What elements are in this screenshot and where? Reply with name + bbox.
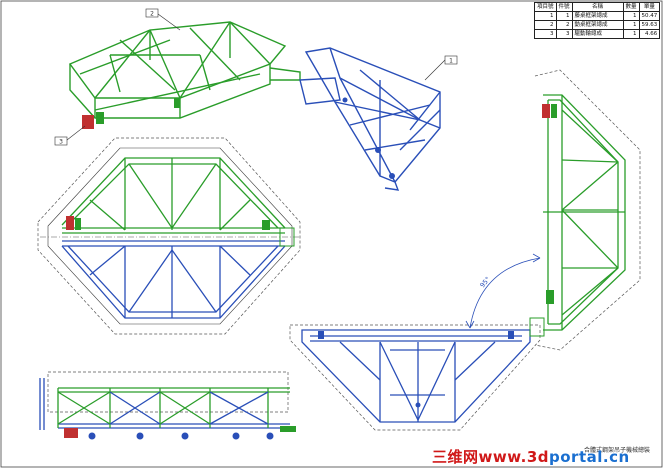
balloon-2: 2 — [145, 8, 159, 18]
bom-cell: 藤桌框架總成 — [571, 11, 624, 21]
plan-open-hinge — [529, 317, 545, 337]
balloon-2-label: 2 — [150, 11, 154, 18]
bom-cell: 50.47 — [638, 11, 661, 21]
balloon-1-label: 1 — [449, 58, 453, 65]
bom-table: 項目號 件號 名稱 數量 單量 1 1 藤桌框架總成 1 50.47 2 2 動… — [534, 2, 661, 39]
plan-open-blue — [301, 329, 531, 423]
bom-row: 2 2 動桌框架總成 1 59.63 — [534, 20, 661, 30]
bom-cell: 1 — [622, 29, 640, 39]
bom-cell: 2 — [555, 20, 573, 30]
plan-open-blue-parts — [318, 331, 514, 408]
angle-label: 95° — [478, 275, 492, 289]
plan-closed-outline — [37, 137, 301, 335]
plan-open-green-parts — [542, 104, 557, 304]
watermark-part: www.3d — [478, 448, 550, 466]
watermark-part: 三维网 — [432, 448, 479, 466]
iso-green-frame — [68, 21, 301, 119]
plan-open-outline — [289, 69, 641, 431]
plan-closed-parts — [66, 216, 295, 247]
watermark-part: portal.cn — [549, 448, 630, 466]
bom-header: 數量 — [622, 2, 640, 12]
watermark: 三维网www.3dportal.cn — [432, 446, 630, 467]
bom-cell: 1 — [534, 11, 557, 21]
iso-blue-frame — [299, 47, 441, 191]
balloon-3: 3 — [54, 136, 68, 146]
bom-header: 單量 — [638, 2, 661, 12]
plan-closed-blue — [61, 240, 286, 319]
bom-cell: 3 — [534, 29, 557, 39]
bom-cell: 59.63 — [638, 20, 661, 30]
bom-cell: 驅動輪總成 — [571, 29, 624, 39]
bom-cell: 4.66 — [638, 29, 661, 39]
bom-cell: 3 — [555, 29, 573, 39]
plan-closed-green — [61, 157, 286, 234]
bom-row: 3 3 驅動輪總成 1 4.66 — [534, 29, 661, 39]
balloon-3-label: 3 — [59, 139, 63, 146]
bom-header: 項目號 — [534, 2, 557, 12]
bom-header: 件號 — [555, 2, 573, 12]
plan-open-green — [543, 94, 626, 331]
bom-header-row: 項目號 件號 名稱 數量 單量 — [534, 2, 661, 12]
iso-green-wheels — [82, 98, 180, 129]
iso-blue-wheels — [342, 97, 395, 179]
drawing-title: 合體式鋼架吊子機械總裝 — [584, 447, 651, 454]
bom-cell: 1 — [555, 11, 573, 21]
bom-header: 名稱 — [571, 2, 624, 12]
elevation-wheels — [64, 426, 296, 440]
rotation-dimension — [465, 253, 541, 329]
elevation-frame — [39, 378, 290, 430]
balloon-leaders — [66, 13, 446, 141]
bom-cell: 1 — [622, 11, 640, 21]
bom-row: 1 1 藤桌框架總成 1 50.47 — [534, 11, 661, 21]
bom-cell: 1 — [622, 20, 640, 30]
balloon-1: 1 — [444, 55, 458, 65]
bom-cell: 2 — [534, 20, 557, 30]
bom-cell: 動桌框架總成 — [571, 20, 624, 30]
